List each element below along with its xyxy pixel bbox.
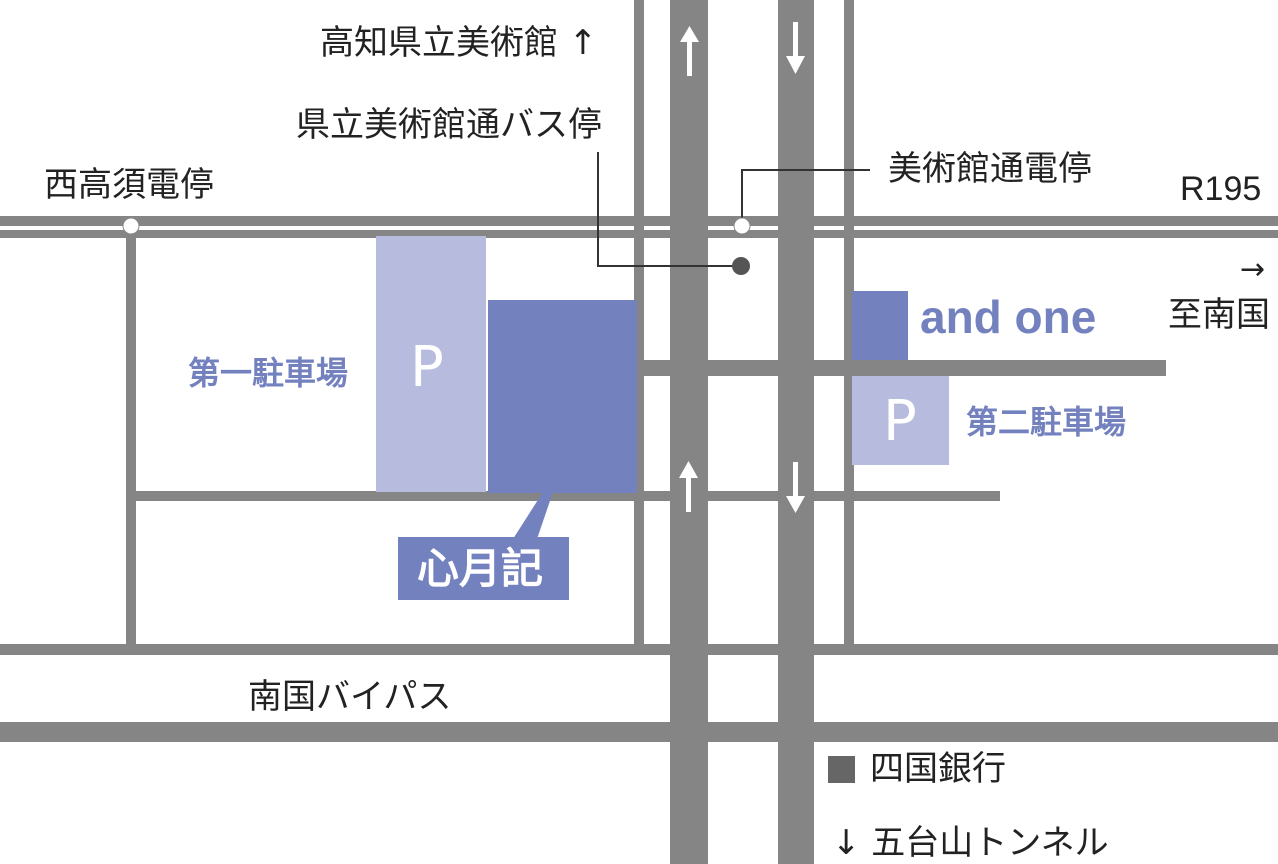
- arrow-down-icon: [786, 462, 805, 513]
- shinketsuki-label-box: [398, 537, 569, 600]
- west-street: [126, 225, 136, 647]
- tram-stop-west-label: 西高須電停: [44, 165, 214, 205]
- bus-stop-label: 県立美術館通バス停: [296, 105, 602, 145]
- bypass-road-north: [0, 644, 1278, 655]
- parking2-letter: P: [883, 389, 917, 454]
- bus-stop-marker: [732, 257, 750, 275]
- avenue-northbound: [670, 0, 708, 864]
- and-one-label: and one: [920, 291, 1097, 343]
- tram-stop-museum-marker: [733, 217, 751, 235]
- avenue-west-street: [634, 0, 644, 645]
- tram-stop-leader: [741, 169, 870, 222]
- bypass-road-south: [0, 722, 1278, 742]
- arrow-up-icon: [680, 26, 699, 76]
- parking1-letter: P: [410, 335, 444, 400]
- avenue-east-street: [844, 0, 854, 645]
- arrow-up-icon: [679, 461, 698, 512]
- parking1-block: [376, 236, 486, 492]
- direction-arrow: →: [1240, 252, 1266, 287]
- shinketsuki-label: 心月記: [417, 544, 544, 593]
- to-nankoku-label: 至南国: [1168, 295, 1270, 335]
- east-street-lower: [638, 491, 1000, 501]
- parking2-block: [852, 376, 949, 465]
- east-street-upper: [638, 360, 1166, 376]
- shinketsuki-building: [488, 300, 637, 493]
- tram-stop-west-marker: [122, 217, 140, 235]
- parking-street: [131, 491, 641, 501]
- bank-label: 四国銀行: [870, 749, 1006, 789]
- square-icon: [828, 756, 855, 783]
- callout-pointer: [513, 492, 553, 539]
- parking1-label: 第一駐車場: [188, 354, 349, 392]
- and-one-building: [852, 291, 908, 360]
- bus-stop-leader: [597, 152, 741, 267]
- museum-label: 高知県立美術館 ↑: [320, 23, 598, 63]
- bypass-label: 南国バイパス: [248, 677, 452, 717]
- parking2-label: 第二駐車場: [966, 403, 1127, 441]
- tunnel-label: ↓ 五台山トンネル: [832, 823, 1109, 863]
- avenue-southbound: [778, 0, 814, 864]
- tram-stop-museum-label: 美術館通電停: [888, 149, 1092, 189]
- arrow-down-icon: [786, 22, 805, 74]
- route-label: R195: [1180, 170, 1262, 208]
